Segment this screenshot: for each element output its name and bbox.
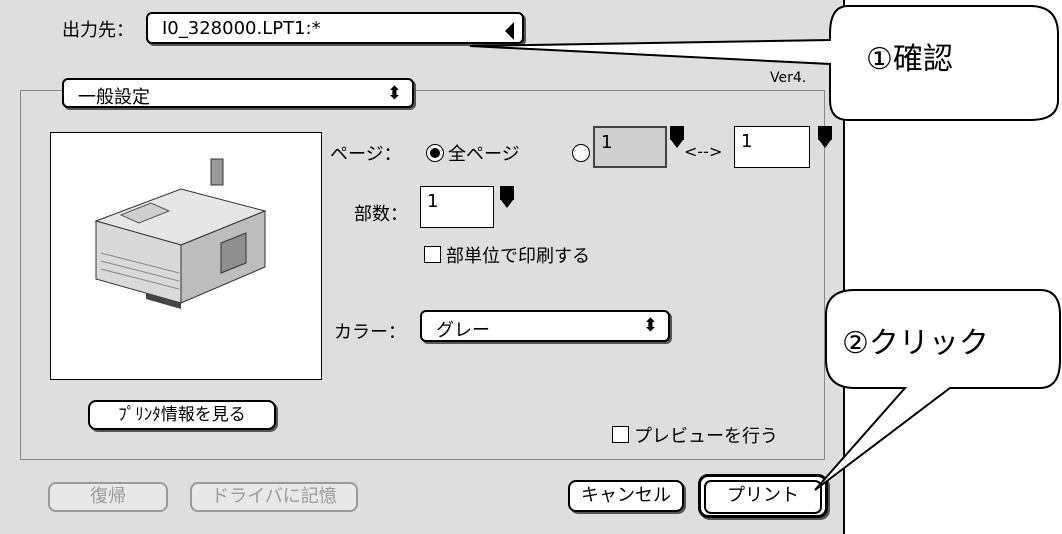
destination-label: 出力先：: [62, 20, 134, 41]
preview-label: プレビューを行う: [634, 426, 778, 447]
updown-arrows-icon: ⬍: [386, 83, 402, 104]
version-label: Ver4.: [770, 70, 807, 86]
updown-arrows-icon: ⬍: [642, 315, 658, 336]
page-from-field[interactable]: 1: [593, 126, 667, 168]
page-range-separator: <-->: [684, 142, 723, 161]
pages-range-radio[interactable]: [572, 144, 590, 162]
settings-group: [20, 90, 825, 460]
color-label: カラー：: [334, 322, 406, 343]
save-to-driver-button[interactable]: ドライバに記憶: [190, 482, 358, 512]
printer-preview-box: [50, 132, 322, 380]
page-to-value: 1: [741, 131, 753, 152]
copies-label: 部数：: [354, 204, 408, 225]
printer-info-button[interactable]: ﾌﾟﾘﾝﾀ情報を見る: [88, 400, 276, 430]
copies-value: 1: [427, 191, 439, 212]
color-popup[interactable]: グレー ⬍: [420, 310, 670, 342]
pages-all-radio[interactable]: [426, 144, 444, 162]
page-to-stepper[interactable]: [818, 126, 832, 164]
print-button-label: プリント: [704, 480, 822, 514]
pages-label: ページ：: [330, 144, 402, 165]
destination-popup[interactable]: I0_328000.LPT1:*: [146, 12, 524, 44]
copies-field[interactable]: 1: [420, 186, 494, 228]
cancel-button[interactable]: キャンセル: [568, 480, 684, 512]
collate-label: 部単位で印刷する: [446, 246, 590, 267]
panel-popup[interactable]: 一般設定 ⬍: [62, 78, 414, 108]
color-value: グレー: [436, 320, 490, 341]
print-dialog: 出力先： I0_328000.LPT1:* Ver4. 一般設定 ⬍ ページ： …: [0, 0, 845, 534]
copies-stepper[interactable]: [500, 186, 514, 224]
confirm-callout-text: ①確認: [866, 42, 953, 77]
popup-indicator-icon: [496, 22, 514, 40]
print-button[interactable]: プリント: [698, 474, 828, 518]
page-from-stepper[interactable]: [670, 126, 684, 164]
click-callout-text: ②クリック: [842, 326, 989, 361]
destination-value: I0_328000.LPT1:*: [162, 18, 321, 39]
pages-all-label: 全ページ: [448, 144, 520, 165]
preview-checkbox[interactable]: [612, 426, 629, 443]
panel-value: 一般設定: [78, 87, 150, 108]
printer-icon: [94, 158, 267, 309]
page-to-field[interactable]: 1: [734, 126, 810, 168]
restore-button[interactable]: 復帰: [48, 482, 168, 512]
collate-checkbox[interactable]: [424, 246, 441, 263]
page-from-value: 1: [601, 132, 613, 153]
